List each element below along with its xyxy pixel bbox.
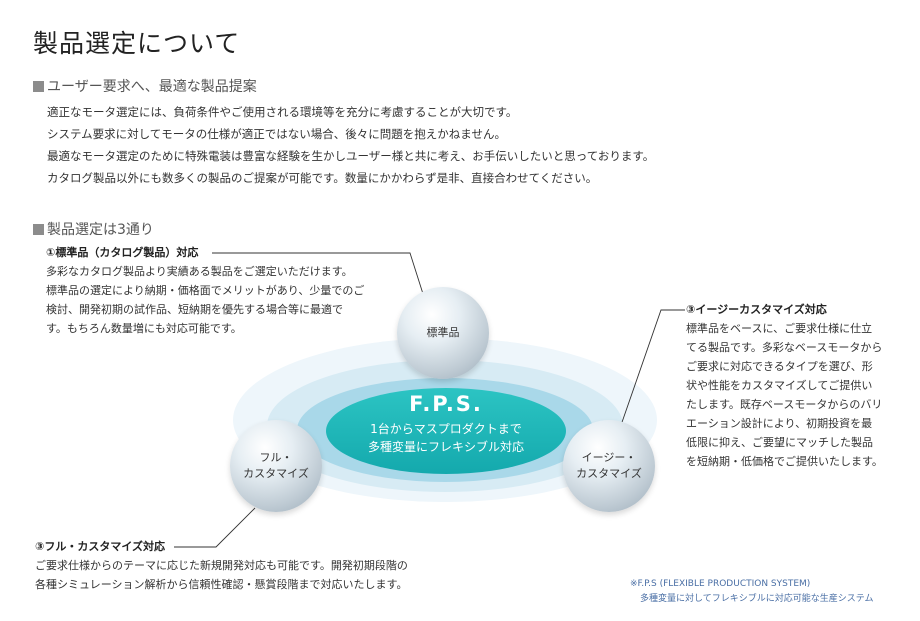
- intro-line: カタログ製品以外にも数多くの製品のご提案が可能です。数量にかかわらず是非、直接合…: [47, 171, 598, 185]
- easy-line: 低限に抑え、ご要望にマッチした製品: [686, 436, 873, 449]
- fps-title: F.P.S.: [409, 392, 483, 416]
- fps-subtitle-line: 1台からマスプロダクトまで: [370, 422, 522, 436]
- ball-full-label: カスタマイズ: [243, 467, 309, 480]
- square-bullet-icon: [33, 81, 44, 92]
- footnote-line: 多種変量に対してフレキシブルに対応可能な生産システム: [640, 594, 874, 604]
- intro-line: システム要求に対してモータの仕様が適正ではない場合、後々に問題を抱えかねません。: [47, 127, 506, 141]
- full-heading: ③フル・カスタマイズ対応: [35, 540, 165, 553]
- footnote-line: ※F.P.S (FLEXIBLE PRODUCTION SYSTEM): [630, 579, 811, 589]
- easy-description: ③イージーカスタマイズ対応 標準品をベースに、ご要求仕様に仕立 てる製品です。多…: [686, 300, 883, 471]
- ball-easy-label: イージー・: [581, 451, 637, 464]
- standard-line: 多彩なカタログ製品より実績ある製品をご選定いただけます。: [46, 265, 353, 278]
- connector-line-easy: [619, 309, 685, 429]
- easy-line: エーション設計により、初期投資を最: [686, 417, 873, 430]
- connector-line-full: [174, 507, 256, 548]
- ball-easy-customize: イージー・ カスタマイズ: [563, 420, 655, 512]
- ball-standard: 標準品: [397, 287, 489, 379]
- section-heading-proposal: ユーザー要求へ、最適な製品提案: [33, 76, 257, 96]
- intro-line: 最適なモータ選定のために特殊電装は豊富な経験を生かしユーザー様と共に考え、お手伝…: [47, 149, 655, 163]
- ball-full-customize: フル・ カスタマイズ: [230, 420, 322, 512]
- standard-line: 検討、開発初期の試作品、短納期を優先する場合等に最適で: [46, 303, 343, 316]
- page-title: 製品選定について: [33, 29, 241, 58]
- easy-line: てる製品です。多彩なベースモータから: [686, 341, 883, 354]
- center-ellipse: [326, 388, 566, 474]
- easy-line: ご要求に対応できるタイプを選び、形: [686, 360, 873, 373]
- full-description: ③フル・カスタマイズ対応 ご要求仕様からのテーマに応じた新規開発対応も可能です。…: [35, 537, 408, 594]
- intro-paragraph: 適正なモータ選定には、負荷条件やご使用される環境等を充分に考慮することが大切です…: [47, 101, 654, 189]
- footnote: ※F.P.S (FLEXIBLE PRODUCTION SYSTEM) 多種変量…: [630, 577, 873, 607]
- full-line: 各種シミュレーション解析から信頼性確認・懸賞段階まで対応いたします。: [35, 578, 408, 591]
- easy-line: 状や性能をカスタマイズしてご提供い: [686, 379, 873, 392]
- easy-heading: ③イージーカスタマイズ対応: [686, 303, 827, 316]
- ball-easy-label: カスタマイズ: [576, 467, 642, 480]
- connector-line-standard: [212, 252, 425, 298]
- standard-line: 標準品の選定により納期・価格面でメリットがあり、少量でのご: [46, 284, 365, 297]
- center-label: F.P.S. 1台からマスプロダクトまで 多種変量にフレキシブル対応: [326, 392, 566, 456]
- section-heading-text: ユーザー要求へ、最適な製品提案: [47, 79, 257, 95]
- easy-line: 標準品をベースに、ご要求仕様に仕立: [686, 322, 873, 335]
- square-bullet-icon: [33, 224, 44, 235]
- standard-description: ①標準品（カタログ製品）対応 多彩なカタログ製品より実績ある製品をご選定いただけ…: [46, 243, 364, 338]
- ball-standard-label: 標準品: [426, 326, 460, 339]
- section-heading-text: 製品選定は3通り: [47, 222, 154, 238]
- intro-line: 適正なモータ選定には、負荷条件やご使用される環境等を充分に考慮することが大切です…: [47, 105, 518, 119]
- ball-full-label: フル・: [259, 451, 293, 464]
- easy-line: たします。既存ベースモータからのバリ: [686, 398, 883, 411]
- easy-line: を短納期・低価格でご提供いたします。: [686, 455, 883, 468]
- fps-subtitle-line: 多種変量にフレキシブル対応: [367, 440, 524, 454]
- standard-heading: ①標準品（カタログ製品）対応: [46, 246, 199, 259]
- section-heading-three-ways: 製品選定は3通り: [33, 219, 154, 239]
- full-line: ご要求仕様からのテーマに応じた新規開発対応も可能です。開発初期段階の: [35, 559, 408, 572]
- standard-line: す。もちろん数量増にも対応可能です。: [46, 322, 242, 335]
